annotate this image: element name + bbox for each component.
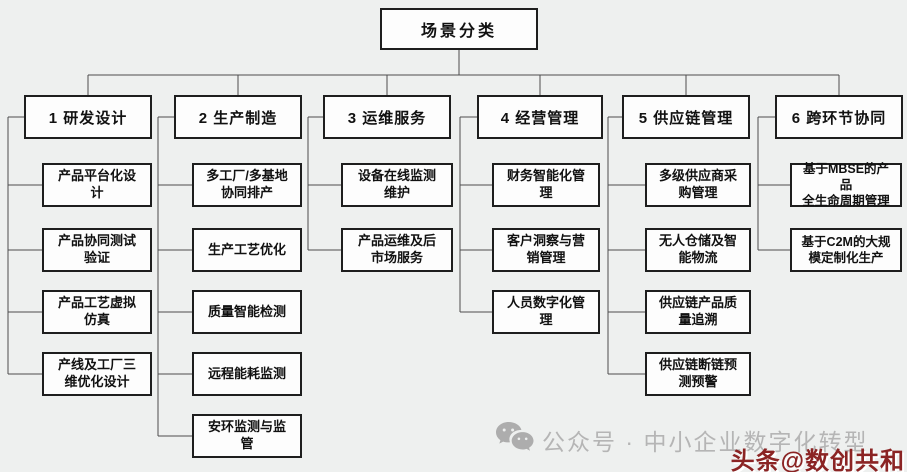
branch-production-manufacturing: 2 生产制造 — [174, 95, 302, 139]
root-node-scene-classification: 场景分类 — [380, 8, 538, 50]
node-intelligent-quality-inspection: 质量智能检测 — [192, 290, 302, 334]
branch-supply-chain-management: 5 供应链管理 — [622, 95, 750, 139]
node-product-collab-test-verify: 产品协同测试 验证 — [42, 228, 152, 272]
node-product-process-virtual-simulation: 产品工艺虚拟 仿真 — [42, 290, 152, 334]
node-mbse-product-lifecycle-management: 基于MBSE的产品 全生命周期管理 — [790, 162, 902, 208]
node-product-ops-aftermarket-service: 产品运维及后 市场服务 — [341, 228, 453, 272]
node-supply-chain-disruption-prediction: 供应链断链预 测预警 — [645, 352, 751, 396]
node-safety-env-monitoring: 安环监测与监 管 — [192, 414, 302, 458]
node-production-process-optimization: 生产工艺优化 — [192, 228, 302, 272]
node-customer-insight-marketing: 客户洞察与营 销管理 — [492, 228, 600, 272]
node-production-line-3d-optimization: 产线及工厂三 维优化设计 — [42, 352, 152, 396]
wechat-watermark-text: 公众号 · 中小企业数字化转型 — [542, 429, 869, 455]
wechat-icon — [494, 419, 536, 466]
node-unmanned-warehouse-smart-logistics: 无人仓储及智 能物流 — [645, 228, 751, 272]
branch-operation-maintenance-service: 3 运维服务 — [323, 95, 451, 139]
node-multi-factory-collab-scheduling: 多工厂/多基地 协同排产 — [192, 163, 302, 207]
node-intelligent-finance-management: 财务智能化管 理 — [492, 163, 600, 207]
node-remote-energy-monitoring: 远程能耗监测 — [192, 352, 302, 396]
node-supply-chain-quality-traceability: 供应链产品质 量追溯 — [645, 290, 751, 334]
node-equipment-online-monitoring-maintenance: 设备在线监测 维护 — [341, 163, 453, 207]
node-personnel-digital-management: 人员数字化管 理 — [492, 290, 600, 334]
toutiao-watermark-text: 头条@数创共和 — [730, 448, 905, 472]
node-multi-tier-supplier-procurement: 多级供应商采 购管理 — [645, 163, 751, 207]
node-c2m-mass-customization: 基于C2M的大规 模定制化生产 — [790, 228, 902, 272]
branch-cross-link-collaboration: 6 跨环节协同 — [775, 95, 903, 139]
branch-business-management: 4 经营管理 — [477, 95, 603, 139]
node-product-platform-design: 产品平台化设 计 — [42, 163, 152, 207]
branch-rd-design: 1 研发设计 — [24, 95, 152, 139]
